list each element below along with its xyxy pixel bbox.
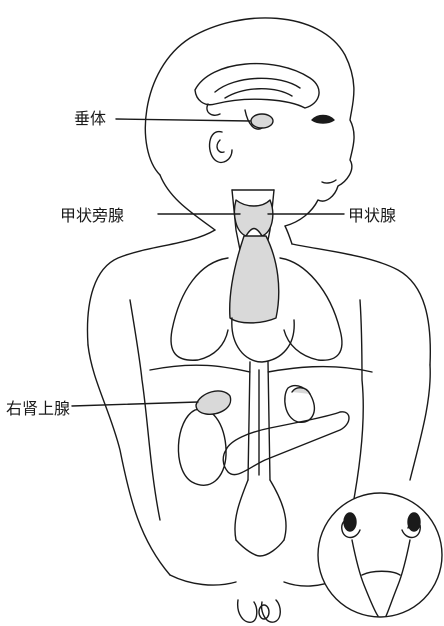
heart — [232, 318, 294, 362]
right-arm-line — [350, 300, 363, 520]
adrenal-left — [292, 388, 310, 394]
brain-curl — [207, 104, 220, 115]
brain-outer — [195, 64, 319, 108]
inset-circle — [318, 493, 442, 617]
inset-ovary-left — [344, 513, 356, 531]
eye — [312, 116, 334, 124]
ureter-right — [270, 480, 286, 540]
left-arm-line — [130, 300, 160, 520]
ureter-left — [235, 480, 248, 540]
pituitary-label: 垂体 — [74, 110, 106, 128]
adrenal-pointer — [72, 402, 198, 406]
thymus — [230, 236, 279, 323]
parathyroid-label: 甲状旁腺 — [60, 207, 124, 225]
ear-inner — [217, 140, 224, 152]
spine-right — [268, 362, 270, 480]
neck-back — [160, 175, 215, 230]
kidney-right-person — [178, 409, 226, 485]
spine-left — [248, 362, 250, 480]
right-body-edge — [410, 365, 430, 480]
neck-front — [285, 226, 292, 244]
pituitary-gland — [251, 114, 273, 128]
ear — [210, 132, 232, 163]
inset-ovary-right — [408, 513, 420, 531]
left-lung — [171, 258, 228, 360]
adrenal-gland — [196, 391, 231, 414]
left-shoulder — [87, 230, 215, 345]
hip-line — [170, 575, 236, 585]
mouth — [322, 180, 336, 183]
brain-inner-2 — [225, 89, 292, 98]
pelvis-v — [236, 540, 284, 556]
thyroid-label: 甲状腺 — [348, 207, 396, 225]
pancreas — [223, 412, 349, 475]
pituitary-pointer — [116, 119, 250, 121]
left-body-edge — [88, 345, 170, 575]
brain-inner — [215, 78, 300, 92]
adrenal-label: 右肾上腺 — [6, 400, 70, 418]
diaphragm — [150, 365, 372, 372]
thyroid-gland — [234, 200, 272, 236]
